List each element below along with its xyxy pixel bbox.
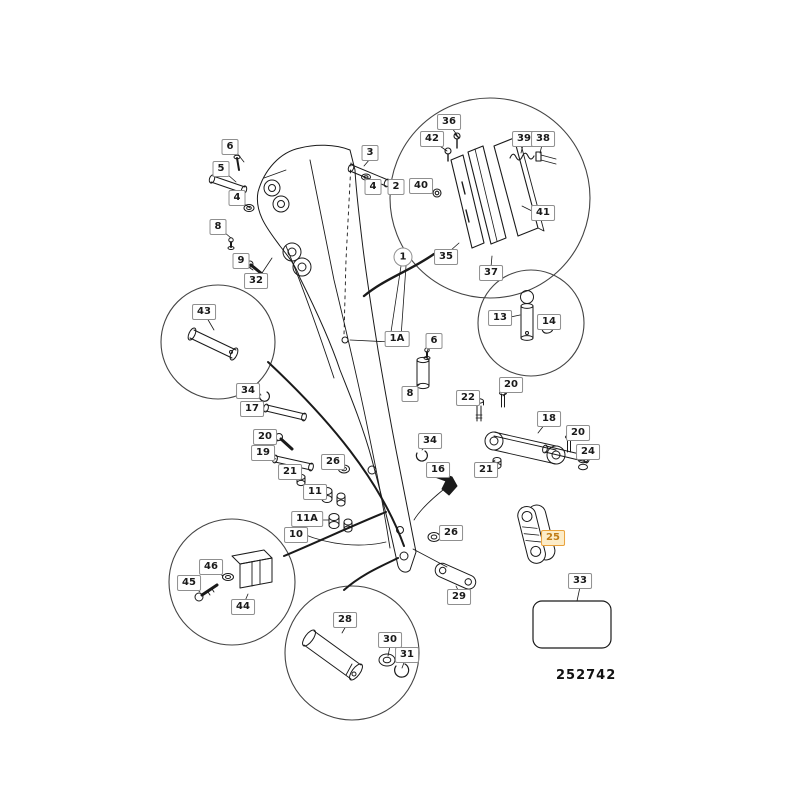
detail-circle-wear-pads [389,97,591,299]
part-callout-3[interactable]: 3 [361,145,379,161]
part-callout-11a[interactable]: 11A [291,511,323,527]
part-callout-20[interactable]: 20 [253,429,277,445]
detail-circle-bracket [168,518,296,646]
decal-plate-33 [532,600,612,649]
detail-circle-pin-43 [160,284,276,400]
part-callout-4[interactable]: 4 [364,179,382,195]
part-callout-38[interactable]: 38 [531,131,555,147]
part-callout-41[interactable]: 41 [531,205,555,221]
part-callout-30[interactable]: 30 [378,632,402,648]
part-callout-43[interactable]: 43 [192,304,216,320]
part-callout-21[interactable]: 21 [474,462,498,478]
part-callout-33[interactable]: 33 [568,573,592,589]
part-callout-5[interactable]: 5 [212,161,230,177]
part-callout-25[interactable]: 25 [541,530,565,546]
part-callout-29[interactable]: 29 [447,589,471,605]
part-callout-19[interactable]: 19 [251,445,275,461]
part-callout-40[interactable]: 40 [409,178,433,194]
part-callout-26[interactable]: 26 [439,525,463,541]
part-callout-44[interactable]: 44 [231,599,255,615]
part-callout-20[interactable]: 20 [566,425,590,441]
part-callout-21[interactable]: 21 [278,464,302,480]
part-callout-24[interactable]: 24 [576,444,600,460]
part-callout-10[interactable]: 10 [284,527,308,543]
part-callout-1[interactable]: 1 [393,247,413,267]
part-callout-8[interactable]: 8 [209,219,227,235]
part-callout-36[interactable]: 36 [437,114,461,130]
part-callout-13[interactable]: 13 [488,310,512,326]
part-callout-34[interactable]: 34 [236,383,260,399]
part-callout-6[interactable]: 6 [221,139,239,155]
part-callout-42[interactable]: 42 [420,131,444,147]
part-callout-28[interactable]: 28 [333,612,357,628]
part-callout-9[interactable]: 9 [232,253,250,269]
part-callout-14[interactable]: 14 [537,314,561,330]
drawing-number: 252742 [556,668,617,683]
part-callout-11[interactable]: 11 [303,484,327,500]
detail-circle-main-pin [284,585,420,721]
part-callout-46[interactable]: 46 [199,559,223,575]
part-callout-37[interactable]: 37 [479,265,503,281]
part-callout-8[interactable]: 8 [401,386,419,402]
fasteners-top-middle [347,163,431,390]
connector-curves [267,252,436,591]
part-callout-6[interactable]: 6 [425,333,443,349]
part-callout-35[interactable]: 35 [434,249,458,265]
part-callout-31[interactable]: 31 [395,647,419,663]
part-callout-34[interactable]: 34 [418,433,442,449]
part-callout-16[interactable]: 16 [426,462,450,478]
part-callout-1a[interactable]: 1A [384,331,410,347]
part-callout-17[interactable]: 17 [240,401,264,417]
part-callout-4[interactable]: 4 [228,190,246,206]
part-callout-2[interactable]: 2 [387,179,405,195]
part-callout-45[interactable]: 45 [177,575,201,591]
part-callout-20[interactable]: 20 [499,377,523,393]
detail-circle-pivot-pin [477,269,585,377]
part-callout-22[interactable]: 22 [456,390,480,406]
tipping-link-25 [517,504,556,564]
part-callout-32[interactable]: 32 [244,273,268,289]
part-callout-18[interactable]: 18 [537,411,561,427]
dipper-arm-drawing [256,144,417,573]
part-callout-26[interactable]: 26 [321,454,345,470]
